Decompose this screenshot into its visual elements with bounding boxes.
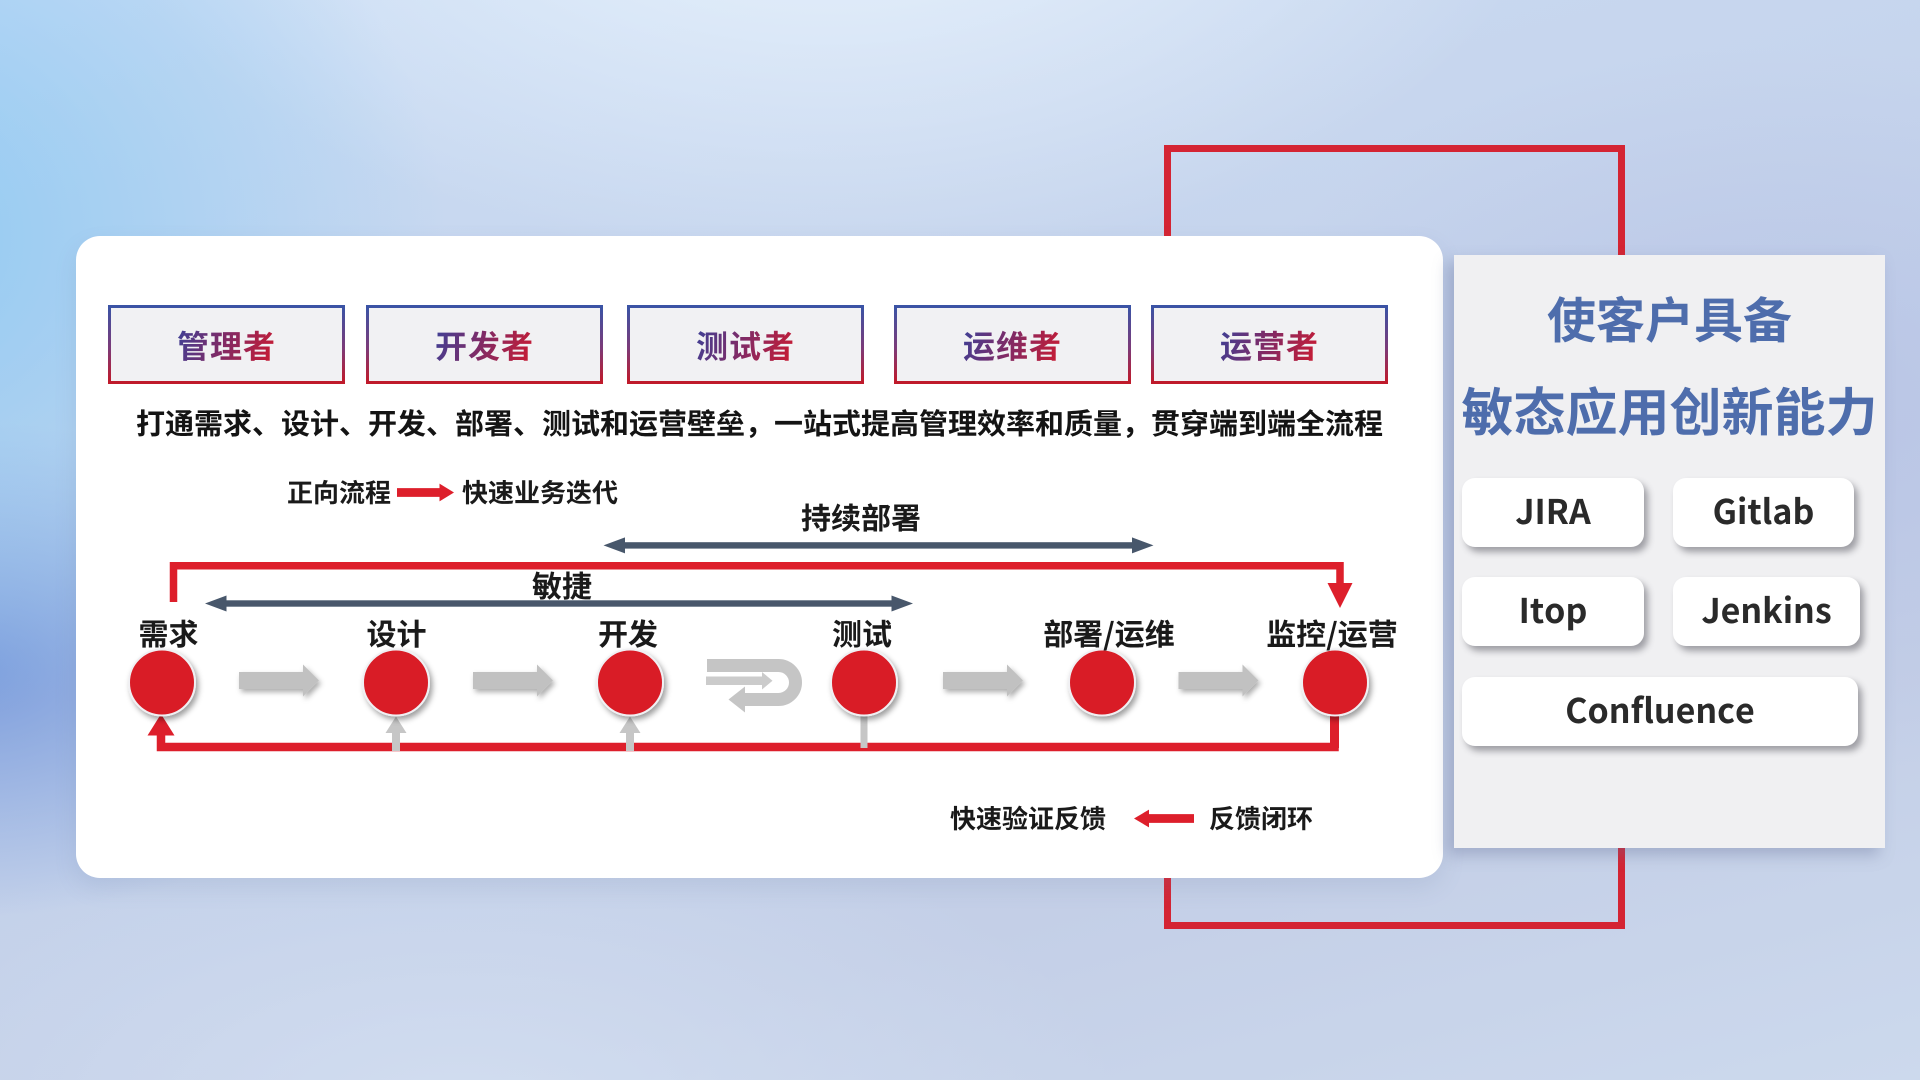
red-loop-bottom-line [156, 716, 1339, 752]
forward-arrow-icon [397, 483, 455, 501]
role-label: 运维者 [962, 321, 1062, 368]
flow-arrow-icon [473, 664, 553, 697]
role-box-manager: 管理者 [108, 305, 345, 384]
uturn-iteration-arrow-icon [706, 659, 802, 713]
panel-title-line1: 使客户具备 [1546, 282, 1792, 353]
node-label-develop: 开发 [598, 610, 658, 654]
role-box-tester: 测试者 [627, 305, 864, 384]
feedback-legend-result: 快速验证反馈 [950, 798, 1107, 836]
red-loop-down-arrowhead-icon [1327, 583, 1353, 608]
flow-arrow-icon [1178, 664, 1259, 697]
flow-arrow-icon [943, 664, 1023, 697]
flow-arrow-icon [239, 664, 319, 697]
headline-text: 打通需求、设计、开发、部署、测试和运营壁垒，一站式提高管理效率和质量，贯穿端到端… [135, 401, 1383, 443]
node-label-requirements: 需求 [138, 610, 199, 654]
tool-button-gitlab[interactable]: Gitlab [1673, 478, 1854, 547]
capability-panel: 使客户具备 敏态应用创新能力 JIRA Gitlab Itop Jenkins … [1454, 255, 1885, 848]
forward-legend-result: 快速业务迭代 [462, 472, 619, 510]
node-circle-design [362, 648, 430, 717]
role-label: 管理者 [176, 321, 276, 368]
continuous-deploy-label: 持续部署 [801, 494, 921, 538]
monitor-feedback-stem [1330, 714, 1339, 748]
feedback-legend-label: 反馈闭环 [1209, 798, 1314, 836]
test-feedback-stem [860, 712, 868, 748]
feedback-up-arrow-icon [385, 716, 407, 751]
role-label: 运营者 [1219, 321, 1319, 368]
role-box-developer: 开发者 [366, 305, 603, 384]
red-loop-top-line [169, 562, 1344, 602]
agile-double-arrow-icon [205, 595, 913, 612]
role-label: 开发者 [434, 321, 534, 368]
feedback-up-arrow-icon [619, 716, 641, 751]
node-circle-deploy-ops [1068, 648, 1136, 717]
tool-button-confluence[interactable]: Confluence [1462, 677, 1858, 746]
continuous-deploy-double-arrow-icon [603, 537, 1154, 554]
backward-arrow-icon [1134, 809, 1195, 827]
node-label-design: 设计 [366, 610, 427, 654]
tool-button-itop[interactable]: Itop [1462, 577, 1644, 646]
forward-legend-label: 正向流程 [287, 472, 392, 510]
feedback-legend: 快速验证反馈 反馈闭环 [950, 799, 1313, 836]
role-box-operator: 运营者 [1151, 305, 1388, 384]
role-label: 测试者 [695, 321, 795, 368]
red-loop-up-arrowhead-icon [147, 714, 175, 736]
role-box-ops: 运维者 [894, 305, 1131, 384]
node-label-monitor-operate: 监控/运营 [1266, 610, 1398, 654]
forward-legend: 正向流程 快速业务迭代 [287, 473, 618, 510]
node-circle-test [830, 648, 898, 717]
node-label-deploy-ops: 部署/运维 [1043, 610, 1175, 654]
flow-diagram-graphics [128, 537, 1369, 752]
devops-flow-card: 管理者 开发者 测试者 运维者 运营者 打通需求、设计、开发、部署、测试和运营壁… [76, 236, 1443, 878]
agile-label: 敏捷 [532, 562, 592, 606]
tool-button-jenkins[interactable]: Jenkins [1673, 577, 1860, 646]
node-label-test: 测试 [832, 610, 892, 654]
node-circle-develop [596, 648, 664, 717]
node-circle-requirements [128, 648, 196, 717]
node-circle-monitor-operate [1301, 648, 1369, 717]
panel-title-line2: 敏态应用创新能力 [1461, 371, 1878, 446]
tool-button-jira[interactable]: JIRA [1462, 478, 1644, 547]
